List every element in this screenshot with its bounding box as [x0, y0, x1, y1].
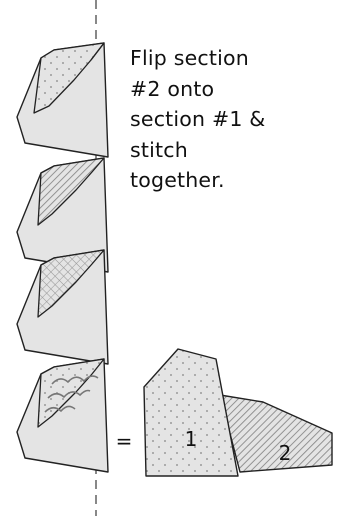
- step-1-block: [17, 43, 108, 157]
- instruction-line-2: #2 onto: [130, 74, 330, 105]
- result-block: = 1 2: [116, 349, 332, 476]
- instruction-text: Flip section #2 onto section #1 & stitch…: [130, 43, 330, 196]
- section-2-shape: [220, 395, 332, 472]
- instruction-line-5: together.: [130, 165, 330, 196]
- equals-sign: =: [116, 429, 133, 453]
- section-2-label: 2: [279, 441, 292, 465]
- section-1-label: 1: [185, 427, 198, 451]
- instruction-line-1: Flip section: [130, 43, 330, 74]
- step-4-block: [17, 359, 108, 472]
- step-3-block: [17, 250, 108, 364]
- instruction-line-4: stitch: [130, 135, 330, 166]
- section-1-shape: [144, 349, 238, 476]
- instruction-line-3: section #1 &: [130, 104, 330, 135]
